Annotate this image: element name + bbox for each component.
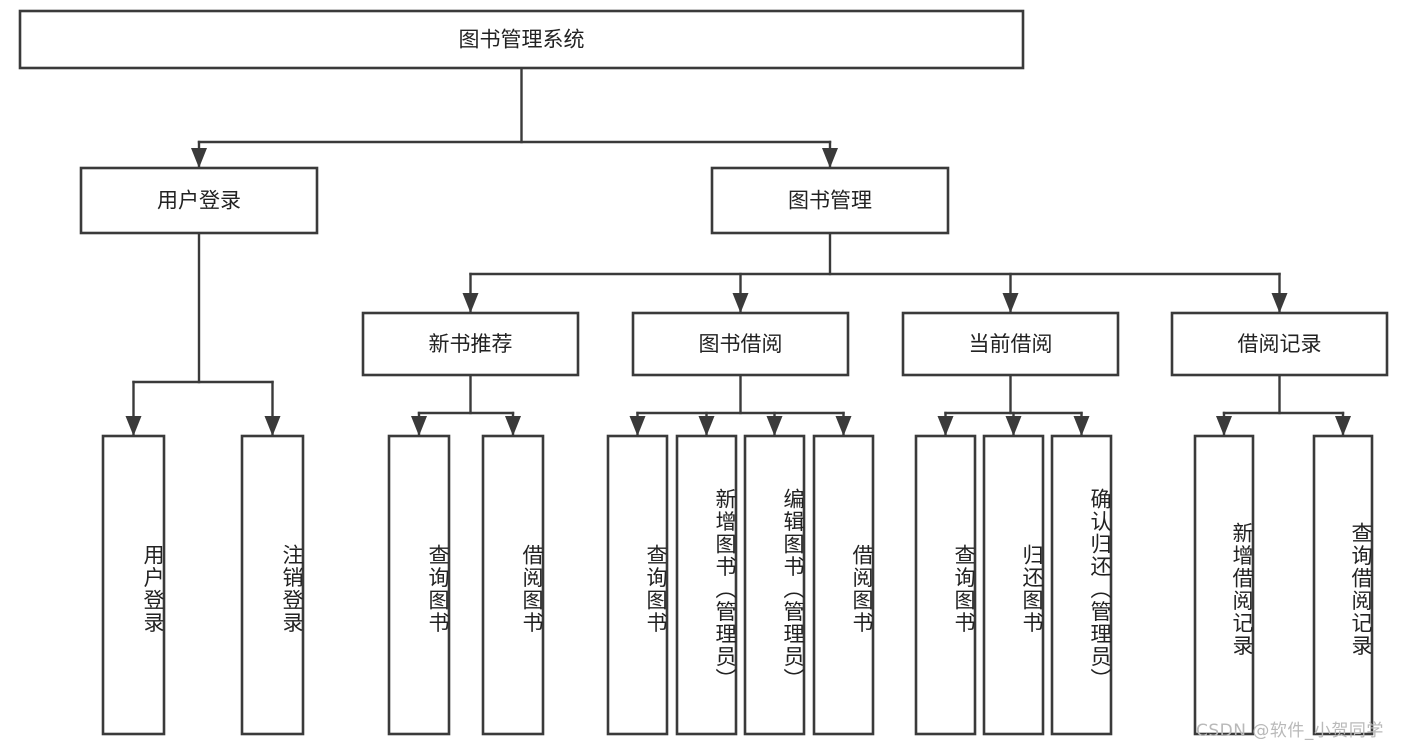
node-box-leaf-borrow-book-rec[interactable] (481, 434, 545, 736)
node-box-leaf-add-record[interactable] (1193, 434, 1255, 736)
node-box-leaf-borrow-book[interactable] (812, 434, 875, 736)
node-box-leaf-query-record[interactable] (1312, 434, 1374, 736)
node-label-borrow-record: 借阅记录 (1238, 332, 1322, 356)
node-box-leaf-return-book[interactable] (982, 434, 1045, 736)
node-box-book-management[interactable] (710, 166, 950, 235)
leaf-book-borrow-arrow-3 (835, 416, 852, 436)
node-box-leaf-query-book-current[interactable] (914, 434, 977, 736)
node-box-leaf-query-book-rec[interactable] (387, 434, 451, 736)
leaf-user-login-arrow-0 (125, 416, 142, 436)
node-label-current-borrow: 当前借阅 (969, 332, 1053, 356)
node-label-root: 图书管理系统 (459, 28, 585, 52)
leaf-book-borrow-arrow-2 (766, 416, 783, 436)
node-box-leaf-logout[interactable] (240, 434, 305, 736)
node-box-leaf-query-book-borrow[interactable] (606, 434, 669, 736)
connectors-layer (125, 66, 1351, 437)
node-label-book-management: 图书管理 (788, 189, 872, 213)
node-label-new-book-recommend: 新书推荐 (429, 332, 513, 356)
node-box-borrow-record[interactable] (1170, 311, 1389, 377)
node-box-root[interactable] (18, 9, 1025, 70)
node-box-leaf-user-login[interactable] (101, 434, 166, 736)
node-label-user-login: 用户登录 (157, 189, 241, 213)
leaf-current-borrow-arrow-2 (1073, 416, 1090, 436)
leaf-borrow-record-arrow-0 (1216, 416, 1232, 436)
node-box-user-login[interactable] (79, 166, 319, 235)
node-box-book-borrow[interactable] (631, 311, 850, 377)
leaf-new-book-recommend-arrow-1 (505, 416, 521, 436)
csdn-watermark: CSDN @软件_小贺同学 (1196, 721, 1384, 741)
root-to-l1-arrow-0 (191, 148, 207, 168)
leaf-new-book-recommend-arrow-0 (411, 416, 427, 436)
leaf-borrow-record-arrow-1 (1335, 416, 1351, 436)
node-label-book-borrow: 图书借阅 (699, 332, 783, 356)
bm-to-l2-arrow-2 (1002, 293, 1019, 313)
boxes-layer (18, 9, 1389, 736)
bm-to-l2-arrow-1 (732, 293, 749, 313)
node-box-leaf-confirm-return[interactable] (1050, 434, 1113, 736)
node-box-leaf-edit-book[interactable] (743, 434, 806, 736)
bm-to-l2-arrow-0 (462, 293, 479, 313)
leaf-current-borrow-arrow-1 (1005, 416, 1022, 436)
leaf-book-borrow-arrow-0 (629, 416, 646, 436)
bm-to-l2-arrow-3 (1271, 293, 1288, 313)
node-box-leaf-add-book[interactable] (675, 434, 738, 736)
node-box-new-book-recommend[interactable] (361, 311, 580, 377)
node-box-current-borrow[interactable] (901, 311, 1120, 377)
leaf-current-borrow-arrow-0 (937, 416, 954, 436)
leaf-book-borrow-arrow-1 (698, 416, 715, 436)
leaf-user-login-arrow-1 (264, 416, 281, 436)
root-to-l1-arrow-1 (822, 148, 838, 168)
